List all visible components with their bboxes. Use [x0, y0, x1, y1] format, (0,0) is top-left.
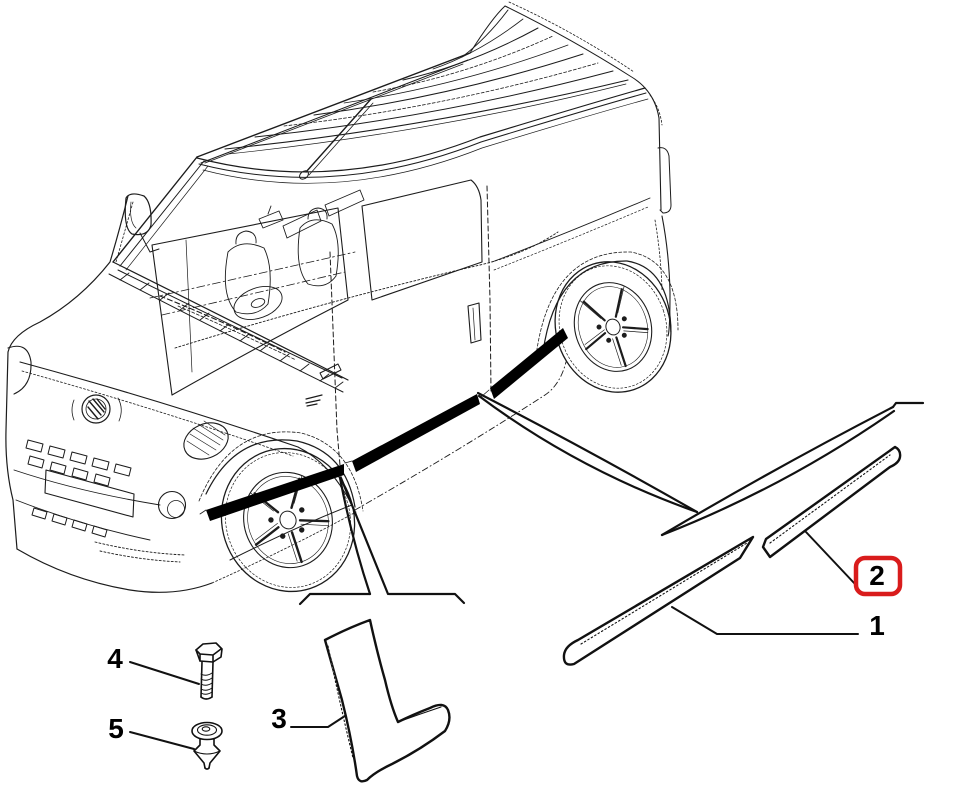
door-mirror [124, 193, 160, 253]
leader-needle-molding [476, 391, 699, 514]
callout-2-label[interactable]: 2 [869, 560, 885, 591]
rear-wheel [535, 251, 679, 393]
sliding-door-window [361, 179, 483, 301]
antenna-icon [299, 98, 374, 180]
part3-bracket [298, 592, 466, 606]
taillight [657, 147, 672, 214]
part-4-bolt[interactable] [195, 642, 223, 700]
model-badge [305, 394, 323, 407]
roof [196, 1, 649, 184]
side-molding-installed [206, 328, 568, 521]
callout-5-leader [129, 731, 195, 750]
sliding-door-handle [467, 302, 482, 344]
license-plate [44, 469, 135, 518]
headlamp-left [7, 345, 32, 395]
front-wheel [198, 431, 364, 593]
wiper-cowl [119, 272, 344, 389]
grille [25, 439, 186, 563]
brand-badge-icon [71, 394, 122, 424]
callout-2-leader [805, 531, 856, 585]
part-3-arch-molding[interactable] [323, 618, 451, 783]
sliding-door-gap [486, 185, 492, 393]
callouts: 1 2 3 4 5 [107, 555, 903, 744]
callout-5-label[interactable]: 5 [108, 713, 124, 744]
callout-1-label[interactable]: 1 [869, 610, 885, 641]
fog-lamp [157, 490, 187, 520]
sliding-door-rail [491, 197, 651, 263]
leader-needle-right [660, 401, 925, 537]
front-door-gap [329, 251, 342, 478]
leader-lines [129, 391, 925, 750]
part-1-molding-strip[interactable] [562, 535, 755, 666]
part-5-clip[interactable] [191, 721, 223, 770]
front-door-window [151, 207, 349, 396]
front-door-handle [319, 363, 342, 380]
callout-3-label[interactable]: 3 [271, 703, 287, 734]
leader-needle-part3 [338, 476, 390, 596]
callout-1-leader [671, 606, 859, 635]
windshield [108, 63, 464, 393]
vehicle-illustration [5, 1, 679, 593]
rear-end [644, 87, 672, 337]
headlamp-right [183, 420, 229, 460]
callout-2-highlight-box[interactable] [853, 555, 903, 597]
callout-4-label[interactable]: 4 [107, 643, 123, 674]
front-end [5, 195, 353, 593]
callout-4-leader [129, 661, 200, 685]
part-2-molding-strip[interactable] [761, 445, 902, 559]
